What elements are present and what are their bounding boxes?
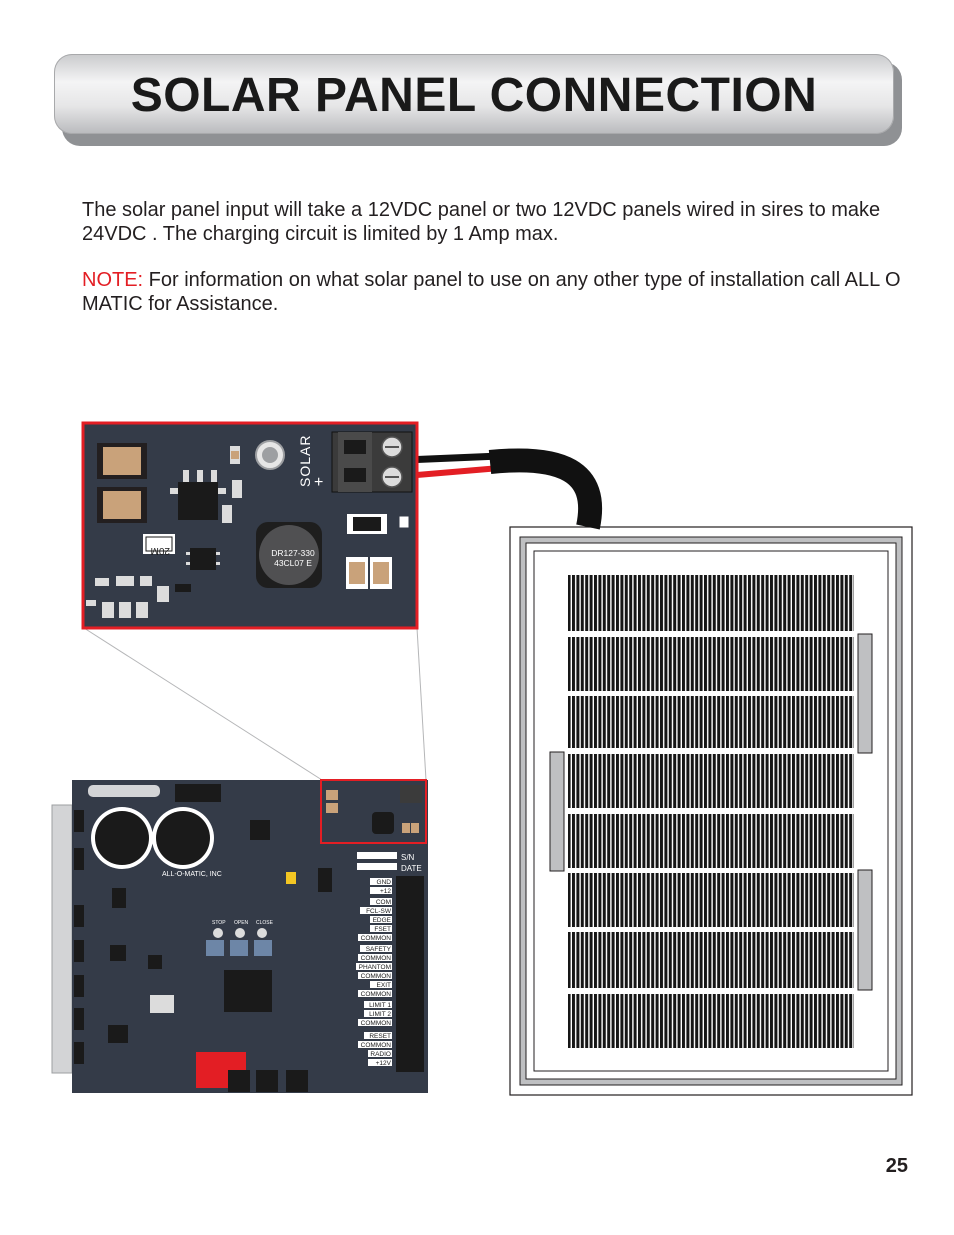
terminal-label: RESET — [369, 1033, 391, 1040]
terminal-label: FSET — [374, 926, 391, 933]
solar-plus-sign: + — [314, 474, 323, 491]
close-button-label: CLOSE — [256, 920, 274, 926]
terminal-label: COMMON — [361, 973, 392, 980]
terminal-label: EXIT — [377, 982, 391, 989]
resistor-label: 20M — [151, 545, 170, 556]
terminal-label: COMMON — [361, 991, 392, 998]
inductor-label-line1: DR127-330 — [271, 548, 315, 558]
title-bar: SOLAR PANEL CONNECTION — [54, 54, 894, 134]
terminal-label: RADIO — [370, 1051, 391, 1058]
control-board: ALL-O-MATIC, INC S/N DATE STOP OPEN CLOS… — [51, 779, 428, 1093]
date-label: DATE — [401, 864, 422, 873]
solar-panel — [509, 526, 913, 1096]
open-button — [235, 928, 245, 938]
serial-label: S/N — [401, 853, 415, 862]
terminal-label: PHANTOM — [359, 964, 391, 971]
terminal-label: GND — [377, 879, 392, 886]
terminal-label: EDGE — [373, 917, 392, 924]
note-paragraph: NOTE: For information on what solar pane… — [82, 268, 912, 316]
intro-paragraph: The solar panel input will take a 12VDC … — [82, 199, 881, 245]
page-number: 25 — [885, 1155, 908, 1177]
open-button-label: OPEN — [234, 920, 249, 926]
inductor-label-line2: 43CL07 E — [274, 558, 312, 568]
terminal-label: SAFETY — [366, 946, 392, 953]
zoom-detail: SOLAR + DR127-330 43CL07 E 20M — [81, 421, 419, 630]
terminal-label: COMMON — [361, 955, 392, 962]
stop-button — [213, 928, 223, 938]
solar-terminal-label: SOLAR — [297, 435, 313, 487]
terminal-label: LIMIT 1 — [369, 1002, 391, 1009]
terminal-label: COMMON — [361, 1042, 392, 1049]
terminal-label: +12 — [380, 888, 391, 895]
terminal-label: COM — [376, 899, 391, 906]
zoom-guide-left — [83, 627, 323, 781]
terminal-label: COMMON — [361, 1020, 392, 1027]
terminal-labels: GND +12 COM FCL-SW EDGE FSET COMMON SAFE… — [356, 878, 392, 1067]
zoom-guide-right — [416, 627, 427, 781]
page-title: SOLAR PANEL CONNECTION — [130, 69, 818, 122]
board-maker-label: ALL-O-MATIC, INC — [162, 871, 222, 878]
terminal-label: +12V — [376, 1060, 392, 1067]
terminal-label: FCL-SW — [366, 908, 392, 915]
terminal-label: LIMIT 2 — [369, 1011, 391, 1018]
solar-cable — [404, 448, 603, 530]
note-label: NOTE: — [82, 269, 144, 291]
stop-button-label: STOP — [212, 920, 226, 926]
close-button — [257, 928, 267, 938]
note-text: For information on what solar panel to u… — [82, 269, 901, 315]
terminal-label: COMMON — [361, 935, 392, 942]
solar-terminal-block — [331, 431, 413, 493]
